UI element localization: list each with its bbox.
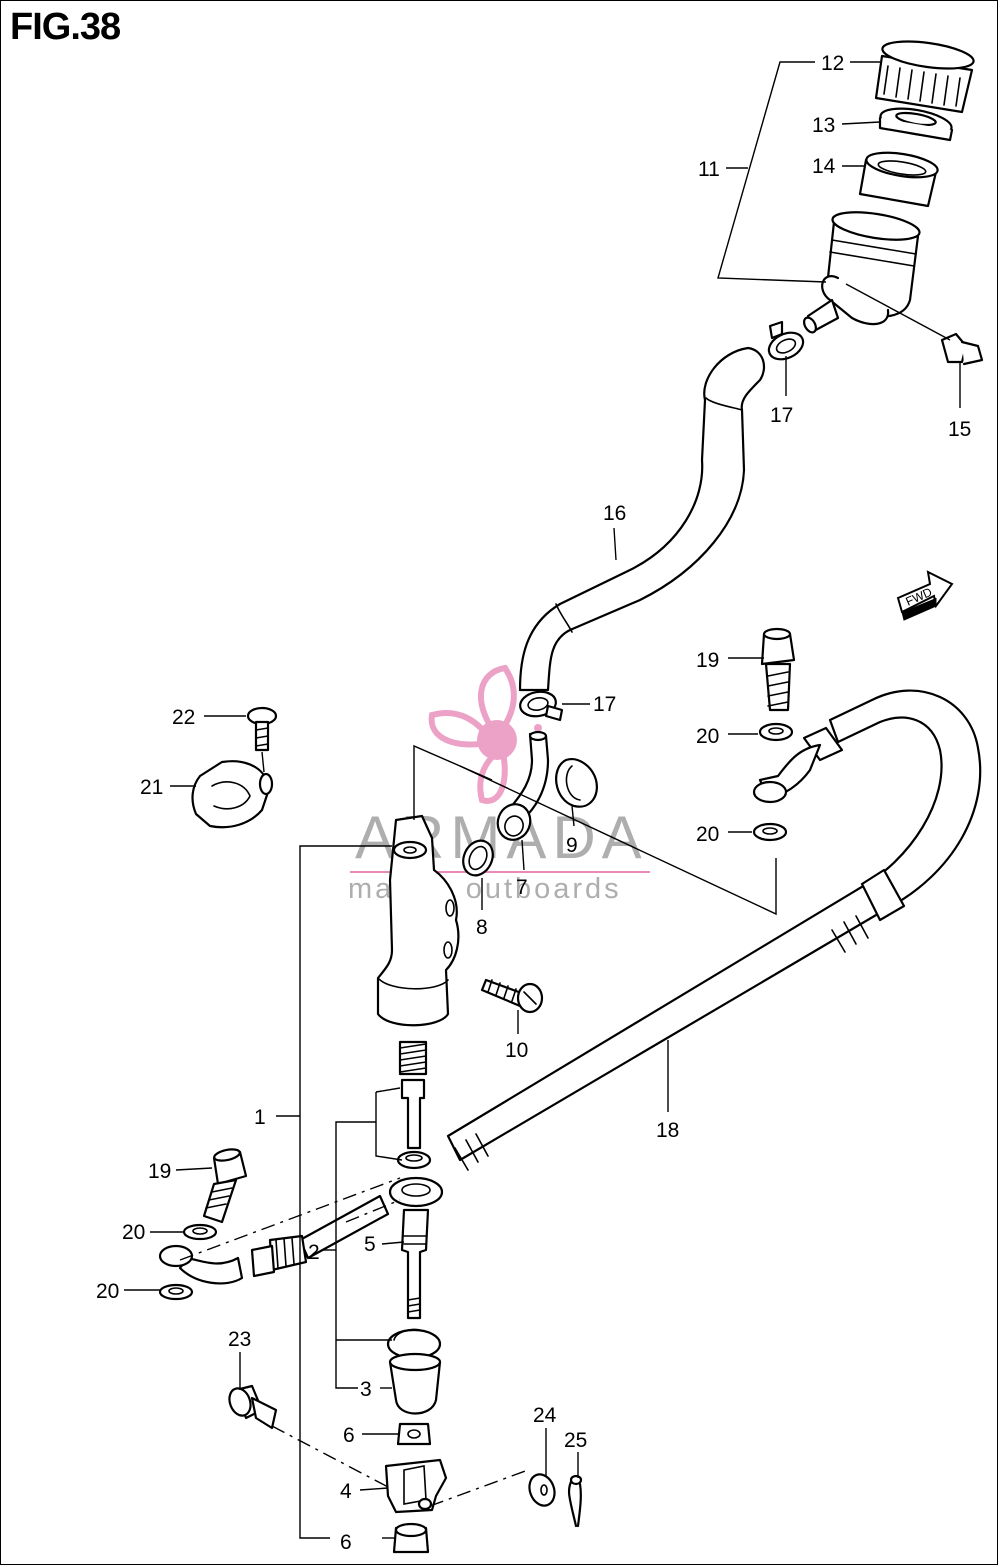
- part-17-clamp-lower: [519, 690, 564, 722]
- part-5-push-rod: [400, 1208, 430, 1320]
- callout-16: 16: [603, 502, 626, 525]
- part-20-washer-b: [752, 822, 788, 842]
- part-18-hose-lower-end: [158, 1194, 390, 1285]
- callout-20-right-b: 20: [696, 823, 719, 846]
- part-17-clamp-top: [767, 320, 805, 361]
- callout-14: 14: [812, 155, 836, 178]
- callout-5: 5: [364, 1233, 376, 1256]
- part-1-master-cylinder: [376, 814, 460, 1027]
- part-12-reservoir-cap: [874, 40, 975, 114]
- callout-20-left-a: 20: [122, 1221, 145, 1244]
- part-spring: [398, 1040, 428, 1076]
- part-10-screw: [480, 978, 544, 1014]
- callout-9: 9: [566, 834, 578, 857]
- figure-title: FIG.38: [10, 6, 121, 48]
- part-23-pin: [228, 1384, 278, 1430]
- watermark-tagline: marine outboards: [348, 873, 622, 905]
- callout-18: 18: [656, 1119, 679, 1142]
- part-20-washer-c: [182, 1223, 218, 1241]
- part-20-washer-a: [758, 722, 794, 742]
- part-piston: [396, 1078, 432, 1170]
- part-15-screw: [940, 332, 984, 366]
- callout-1: 1: [254, 1106, 266, 1129]
- callout-17-lower: 17: [593, 693, 616, 716]
- part-7-union: [496, 730, 550, 841]
- part-3-boot: [388, 1352, 442, 1415]
- part-25-cotter-pin: [567, 1474, 583, 1528]
- part-22-screw: [246, 706, 278, 752]
- callout-13: 13: [812, 114, 835, 137]
- callout-labels: 12 13 11 14 17 15 16 19 17 22 20 21 20 9…: [96, 52, 971, 1554]
- callout-24: 24: [533, 1404, 557, 1427]
- part-16-hose: [518, 346, 766, 692]
- part-19-banjo-bolt-upper: [760, 627, 796, 712]
- part-14-diaphragm: [858, 151, 939, 208]
- callout-20-left-b: 20: [96, 1280, 119, 1303]
- callout-6-upper: 6: [343, 1424, 355, 1447]
- part-20-washer-d: [158, 1283, 194, 1301]
- leader-lines: [124, 61, 961, 1539]
- part-6-nut-upper: [396, 1422, 432, 1446]
- callout-21: 21: [140, 776, 163, 799]
- part-19-banjo-bolt-lower: [202, 1148, 248, 1224]
- callout-6-lower: 6: [340, 1531, 352, 1554]
- part-13-plate: [878, 107, 954, 142]
- part-21-hose-guide: [191, 760, 274, 829]
- part-9-circlip: [555, 758, 598, 808]
- part-11-reservoir: [803, 211, 921, 334]
- callout-12: 12: [821, 52, 844, 75]
- part-6-nut-lower: [392, 1522, 430, 1554]
- callout-7: 7: [516, 876, 528, 899]
- callout-19-left: 19: [148, 1160, 171, 1183]
- callout-8: 8: [476, 916, 488, 939]
- part-4-clevis: [384, 1458, 448, 1514]
- part-boot-seal: [388, 1176, 444, 1208]
- callout-3: 3: [360, 1378, 372, 1401]
- callout-15: 15: [948, 418, 971, 441]
- callout-20-right-a: 20: [696, 725, 719, 748]
- callout-22: 22: [172, 706, 195, 729]
- callout-2: 2: [308, 1241, 320, 1264]
- callout-25: 25: [564, 1429, 587, 1452]
- part-8-o-ring: [462, 839, 494, 877]
- callout-19-right: 19: [696, 649, 719, 672]
- part-24-washer: [528, 1473, 556, 1507]
- callout-4: 4: [340, 1480, 352, 1503]
- part-18-brake-hose: [446, 689, 982, 1171]
- callout-10: 10: [505, 1039, 528, 1062]
- callout-17-top: 17: [770, 404, 793, 427]
- fwd-arrow-icon: FWD: [896, 570, 954, 621]
- callout-11: 11: [698, 158, 720, 181]
- callout-23: 23: [228, 1328, 251, 1351]
